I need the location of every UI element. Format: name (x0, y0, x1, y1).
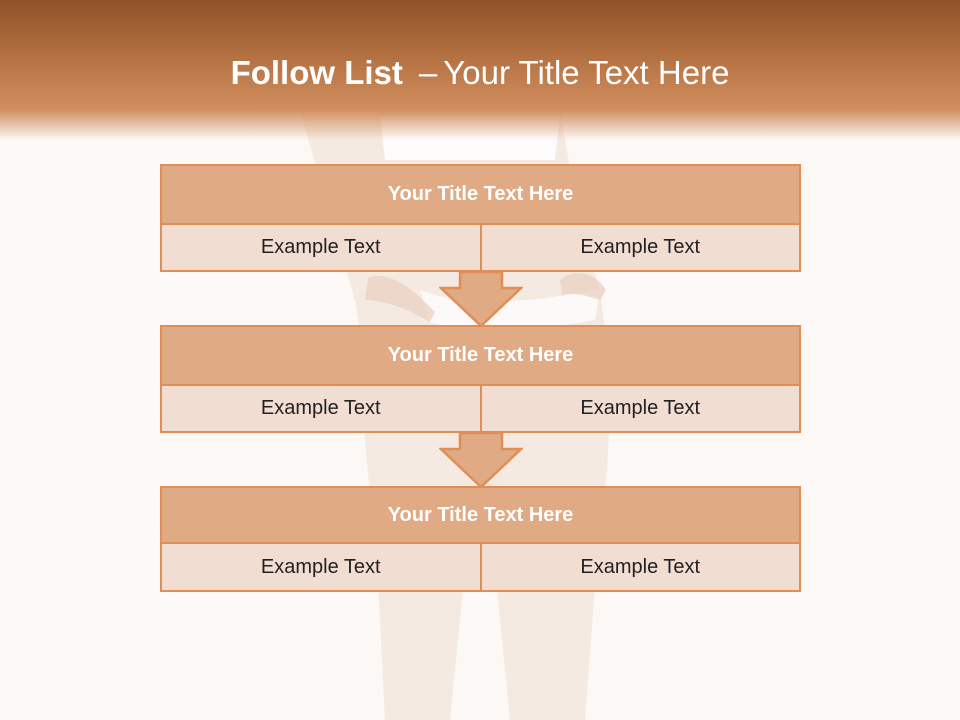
step-3-cell-left: Example Text (260, 555, 381, 578)
step-box-3: Your Title Text Here Example Text Exampl… (160, 486, 801, 592)
step-2-cell-left: Example Text (260, 397, 381, 419)
step-title-3: Your Title Text Here (162, 488, 799, 544)
step-cells-2: Example Text Example Text (162, 386, 799, 431)
step-box-1: Your Title Text Here Example Text Exampl… (160, 164, 801, 272)
step-title-2: Your Title Text Here (162, 327, 799, 386)
step-cells-1: Example Text Example Text (162, 225, 799, 270)
title-bold-part: Follow List (230, 54, 403, 91)
title-rest-part: Your Title Text Here (443, 54, 730, 91)
step-3-cell-right: Example Text (479, 544, 800, 590)
slide-title: Follow List–Your Title Text Here (0, 54, 960, 92)
down-arrow-icon (439, 270, 523, 328)
header-band (0, 0, 960, 140)
step-title-1: Your Title Text Here (162, 166, 799, 225)
step-2-cell-right: Example Text (479, 386, 800, 431)
title-separator: – (418, 54, 438, 91)
step-1-cell-right: Example Text (479, 225, 800, 270)
step-1-cell-left: Example Text (260, 236, 381, 258)
step-box-2: Your Title Text Here Example Text Exampl… (160, 325, 801, 433)
down-arrow-icon (439, 431, 523, 489)
step-cells-3: Example Text Example Text (162, 544, 799, 590)
